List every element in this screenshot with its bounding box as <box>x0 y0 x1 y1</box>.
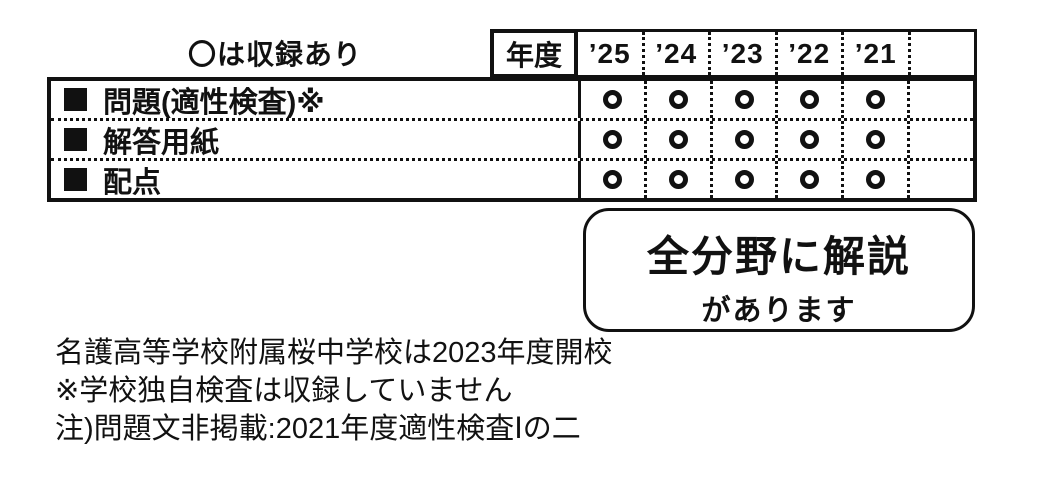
mark-cell <box>578 161 644 198</box>
row-label-cell: 問題(適性検査)※ <box>51 81 578 119</box>
included-circle-mark <box>668 130 688 149</box>
black-square-bullet-icon <box>64 168 87 191</box>
year-cell-25: ’25 <box>588 37 631 69</box>
mark-cell <box>643 121 710 158</box>
callout-main-text: 全分野に解説 <box>646 233 911 280</box>
mark-cell <box>578 121 644 158</box>
included-circle-mark <box>866 170 886 189</box>
year-cell-24: ’24 <box>641 32 709 75</box>
included-circle-mark <box>668 90 688 109</box>
included-circle-mark <box>668 170 688 189</box>
mark-cell <box>841 81 907 118</box>
row-label: 問題(適性検査)※ <box>103 86 325 119</box>
legend-note: 〇は収録あり <box>188 39 363 70</box>
row-label-cell: 配点 <box>51 161 578 199</box>
mark-cell-empty <box>907 161 973 198</box>
included-circle-mark <box>734 90 754 109</box>
mark-cell <box>709 161 776 198</box>
mark-cell <box>643 81 710 118</box>
included-circle-mark <box>602 170 622 189</box>
mark-cell <box>709 121 776 158</box>
contents-table: 問題(適性検査)※ 解答用紙 配点 <box>47 77 977 202</box>
included-circle-mark <box>602 130 622 149</box>
table-row-problems: 問題(適性検査)※ <box>51 81 973 119</box>
year-cell-22: ’22 <box>774 32 842 75</box>
explanation-callout: 全分野に解説 があります <box>583 208 975 332</box>
year-cell-empty <box>907 32 975 75</box>
mark-cell <box>709 81 776 118</box>
included-circle-mark <box>734 130 754 149</box>
table-row-answer-sheets: 解答用紙 <box>51 118 973 159</box>
year-header-table: 年度 ’25 ’24 ’23 ’22 ’21 <box>490 29 977 78</box>
black-square-bullet-icon <box>64 88 87 111</box>
table-row-points: 配点 <box>51 158 973 199</box>
row-label-cell: 解答用紙 <box>51 121 578 159</box>
year-cell-21: ’21 <box>841 32 908 75</box>
included-circle-mark <box>602 90 622 109</box>
mark-cell <box>775 161 841 198</box>
included-circle-mark <box>866 90 886 109</box>
included-circle-mark <box>800 170 820 189</box>
year-cell-23: ’23 <box>708 32 775 75</box>
mark-cell <box>643 161 710 198</box>
footnote-line: 注)問題文非掲載:2021年度適性検査Ⅰの二 <box>55 413 581 445</box>
included-circle-mark <box>800 90 820 109</box>
footnote-line: 名護高等学校附属桜中学校は2023年度開校 <box>55 337 613 369</box>
mark-cell <box>775 81 841 118</box>
mark-cell-empty <box>907 121 973 158</box>
mark-cell <box>578 81 644 118</box>
included-circle-mark <box>734 170 754 189</box>
mark-cell <box>775 121 841 158</box>
black-square-bullet-icon <box>64 128 87 151</box>
row-label: 配点 <box>103 166 162 199</box>
footnote-line: ※学校独自検査は収録していません <box>55 375 513 407</box>
mark-cell <box>841 161 907 198</box>
footnotes: 名護高等学校附属桜中学校は2023年度開校 ※学校独自検査は収録していません 注… <box>55 334 613 448</box>
included-circle-mark <box>866 130 886 149</box>
mark-cell <box>841 121 907 158</box>
mark-cell-empty <box>907 81 973 118</box>
row-label: 解答用紙 <box>103 126 220 159</box>
callout-sub-text: があります <box>701 295 857 327</box>
included-circle-mark <box>800 130 820 149</box>
year-label-cell: 年度 <box>493 32 578 75</box>
